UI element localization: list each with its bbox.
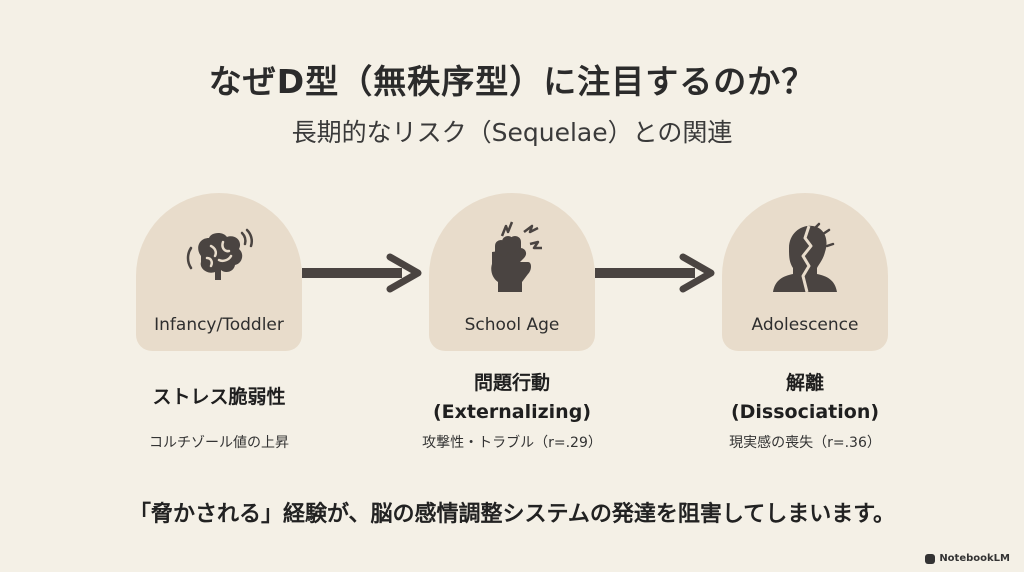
fist-icon: [491, 221, 542, 292]
arrow-right-icon: [302, 253, 422, 293]
risk-externalizing: 問題行動 (Externalizing): [382, 369, 642, 427]
arrow-right-icon: [595, 253, 715, 293]
risk-line: 解離: [785, 372, 824, 394]
stage-adolescence: Adolescence: [722, 193, 888, 351]
risk-dissociation: 解離 (Dissociation): [675, 369, 935, 427]
stage-infancy: Infancy/Toddler: [136, 193, 302, 351]
page-subtitle: 長期的なリスク（Sequelae）との関連: [291, 118, 733, 147]
stage-label: Infancy/Toddler: [154, 315, 284, 335]
brand-watermark: NotebookLM: [925, 553, 1010, 564]
risk-line: (Dissociation): [730, 401, 880, 423]
notebooklm-logo-icon: [925, 553, 936, 564]
brain-icon: [186, 228, 254, 280]
stage-school-age: School Age: [429, 193, 595, 351]
detail-derealization: 現実感の喪失（r=.36）: [729, 435, 881, 451]
risk-line: (Externalizing): [432, 401, 591, 423]
risk-line: 問題行動: [473, 372, 550, 394]
stage-label: Adolescence: [751, 315, 859, 335]
conclusion-text: 「脅かされる」経験が、脳の感情調整システムの発達を阻害してしまいます。: [128, 502, 896, 527]
risk-line: ストレス脆弱性: [152, 386, 286, 408]
page-title: なぜD型（無秩序型）に注目するのか？: [208, 62, 816, 101]
brand-label: NotebookLM: [939, 553, 1010, 564]
detail-cortisol: コルチゾール値の上昇: [149, 435, 289, 451]
fractured-head-icon: [773, 222, 837, 293]
risk-stress-vulnerability: ストレス脆弱性: [89, 383, 349, 412]
stage-label: School Age: [464, 315, 560, 335]
detail-aggression: 攻撃性・トラブル（r=.29）: [422, 435, 602, 451]
